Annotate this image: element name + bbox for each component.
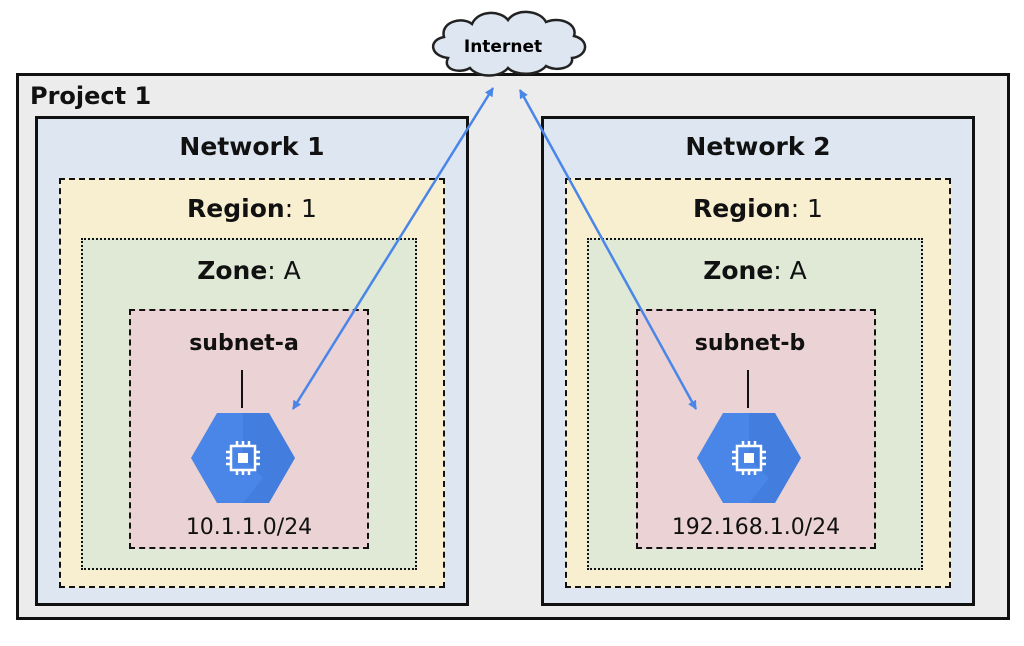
compute-engine-icon (697, 413, 801, 503)
compute-engine-icon (191, 413, 295, 503)
region-2-key: Region (693, 194, 791, 223)
subnet-b-connector (747, 370, 749, 408)
subnet-b-title: subnet-b (694, 331, 806, 356)
subnet-a-connector (241, 370, 243, 408)
subnet-a-cidr: 10.1.1.0/24 (185, 515, 313, 540)
network-2-title: Network 2 (685, 132, 831, 161)
region-2-value: : 1 (790, 194, 823, 223)
subnet-b-cidr: 192.168.1.0/24 (671, 515, 841, 540)
subnet-a-title: subnet-a (189, 331, 299, 356)
internet-label: Internet (464, 37, 542, 57)
zone-2-key: Zone (703, 256, 774, 285)
region-2-title: Region: 1 (565, 194, 951, 223)
zone-2-value: : A (773, 256, 807, 285)
arrow-internet-subnet-a (291, 87, 495, 410)
zone-2-title: Zone: A (587, 256, 923, 285)
internet-cloud-icon (432, 10, 587, 77)
zone-1-key: Zone (197, 256, 268, 285)
arrow-internet-subnet-b (518, 89, 698, 410)
region-1-key: Region (187, 194, 285, 223)
project-label: Project 1 (30, 82, 152, 110)
